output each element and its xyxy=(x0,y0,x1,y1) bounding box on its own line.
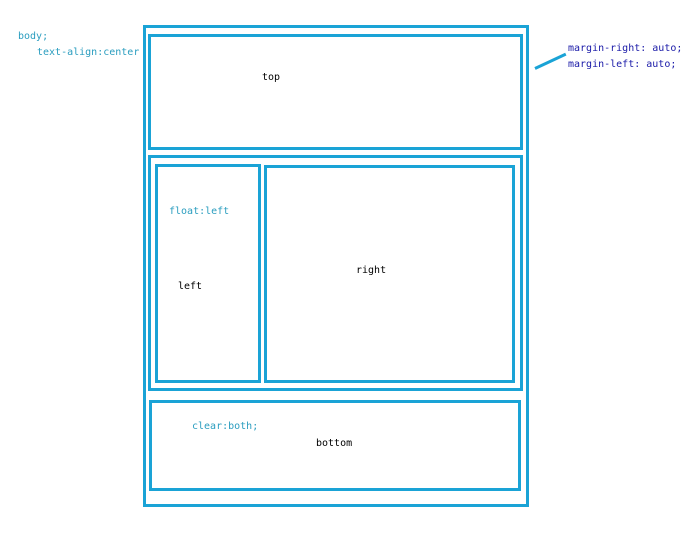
body-annotation-line-2: text-align:center xyxy=(37,47,140,58)
margin-right-annotation: margin-right: auto; xyxy=(568,43,683,54)
left-label: left xyxy=(178,281,203,292)
right-box xyxy=(264,165,515,383)
middle-container-box xyxy=(148,155,523,391)
body-annotation-line-1: body; xyxy=(18,31,49,42)
top-label: top xyxy=(262,72,281,83)
bottom-label: bottom xyxy=(316,438,353,449)
margin-left-annotation: margin-left: auto; xyxy=(568,59,677,70)
outer-container-box xyxy=(143,25,529,507)
left-box xyxy=(155,164,261,383)
clear-both-annotation: clear:both; xyxy=(192,421,259,432)
bottom-box xyxy=(149,400,521,491)
pointer-arrow-icon xyxy=(534,52,567,70)
right-label: right xyxy=(356,265,387,276)
float-left-annotation: float:left xyxy=(169,206,230,217)
top-box xyxy=(148,34,523,150)
